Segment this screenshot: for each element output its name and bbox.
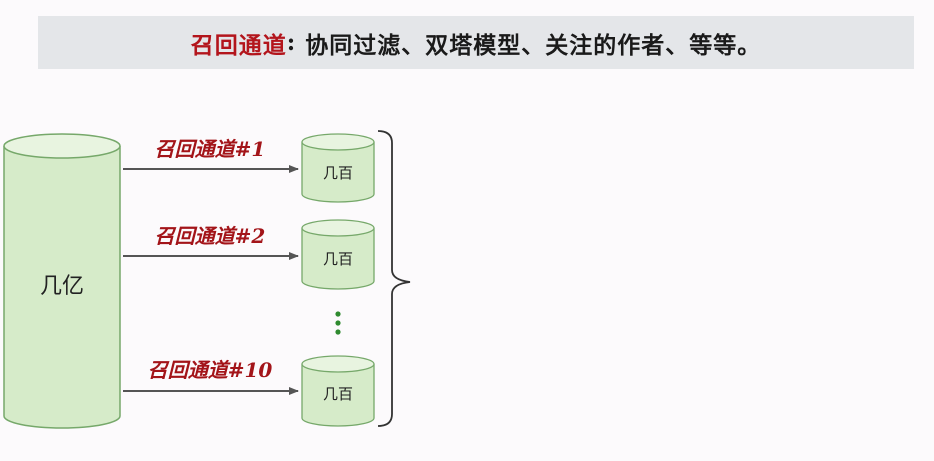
channel-2-label: 召回通道#2 (155, 224, 266, 248)
source-cylinder: 几亿 (3, 133, 121, 429)
ellipsis-dots (335, 311, 341, 335)
channel-2-result-label: 几百 (323, 250, 353, 268)
banner-text: 协同过滤、双塔模型、关注的作者、等等。 (305, 31, 762, 59)
channel-1-label: 召回通道#1 (155, 137, 266, 161)
right-brace (377, 130, 411, 427)
channel-10-result-cylinder: 几百 (301, 355, 375, 427)
channel-1-result-cylinder: 几百 (301, 133, 375, 203)
banner-keyword: 召回通道 (190, 31, 287, 59)
banner-colon: : (286, 29, 297, 56)
channel-10-label: 召回通道#10 (148, 358, 273, 382)
channel-2-result-cylinder: 几百 (301, 219, 375, 290)
channel-2: 召回通道#2 几百 (123, 219, 375, 290)
title-banner: 召回通道: 协同过滤、双塔模型、关注的作者、等等。 (38, 16, 914, 69)
channel-1-result-label: 几百 (323, 164, 353, 182)
channel-1: 召回通道#1 几百 (123, 133, 375, 203)
channel-10: 召回通道#10 几百 (123, 355, 375, 427)
source-label: 几亿 (40, 274, 84, 299)
channel-10-result-label: 几百 (323, 385, 353, 403)
